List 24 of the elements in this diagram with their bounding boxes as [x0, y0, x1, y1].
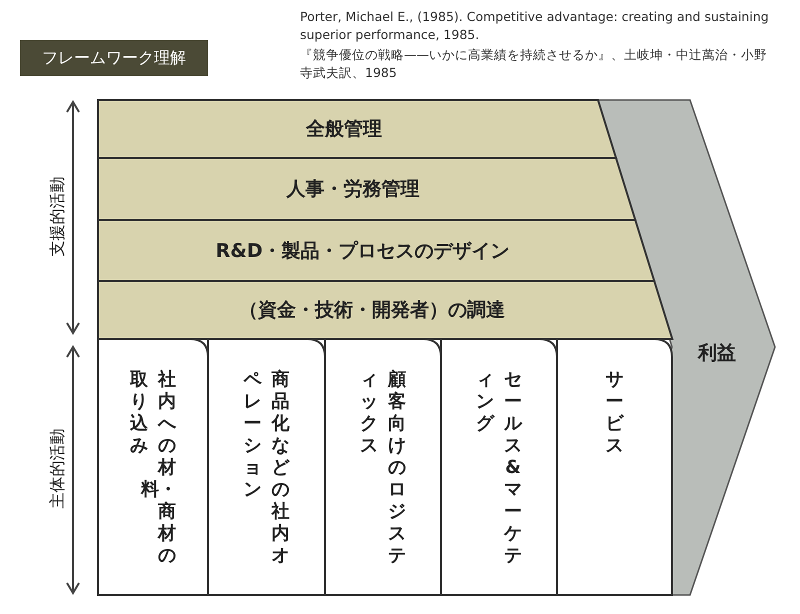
citation-text: 『競争優位の戦略——いかに高業績を持続させるか』、土岐坤・中辻萬治・小野寺武夫訳、1985: [300, 46, 768, 82]
activity-label: 利益: [698, 342, 736, 364]
activity-label: サービス: [604, 369, 624, 458]
citation-text: Porter, Michael E., (1985). Competitive advantage: creating and sustaining superior performance, 1985.: [300, 8, 770, 44]
primary-activity-column: [208, 339, 325, 595]
support-activity-bar: [98, 220, 656, 281]
activity-label: 商品化などの社内オペレーション: [242, 369, 290, 567]
activity-label: 全般管理: [304, 117, 382, 142]
axis-label: 支援的活動: [48, 176, 68, 258]
primary-activity-column: [557, 339, 672, 595]
axis-label: 主体的活動: [48, 428, 68, 510]
activity-label: 社内への材料・商材の取り込み: [129, 369, 177, 567]
activity-label: 人事・労務管理: [285, 177, 420, 202]
activity-label: セールス&マーケティング: [475, 369, 523, 567]
activity-label: （資金・技術・開発者）の調達: [238, 298, 506, 323]
support-activity-bar: [98, 158, 638, 220]
primary-activity-column: [325, 339, 441, 595]
activity-label: R&D・製品・プロセスのデザイン: [214, 238, 510, 264]
primary-activity-column: [441, 339, 557, 595]
primary-activity-column: [98, 339, 208, 595]
support-activity-bar: [98, 100, 618, 158]
activity-label: 顧客向けのロジスティックス: [359, 369, 407, 567]
support-activity-bar: [98, 281, 674, 339]
title-tag: フレームワーク理解: [20, 40, 208, 76]
